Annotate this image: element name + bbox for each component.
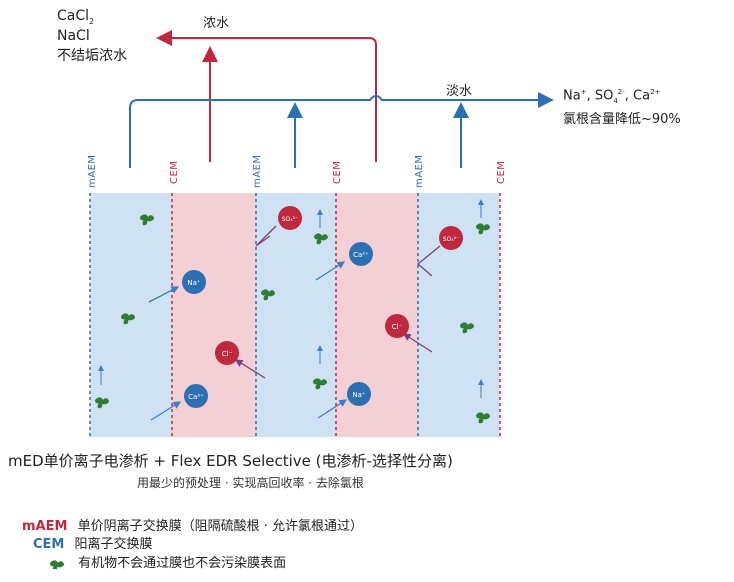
subscript: 2 — [89, 16, 95, 26]
membrane-label-3: mAEM — [252, 154, 263, 188]
membrane-label-6: CEM — [496, 161, 507, 184]
dilute-compartment-2 — [256, 193, 336, 437]
ion-label: Na⁺ — [352, 391, 366, 399]
dilute-ion-ca: , Ca — [624, 88, 651, 104]
ion-cl-2: Cl⁻ — [385, 314, 409, 338]
ion-label: SO₄²⁻ — [443, 236, 460, 243]
dilute-ion-so4: , SO — [586, 88, 614, 104]
legend-maem: mAEM 单价阴离子交换膜（阻隔硫酸根 · 允许氯根通过） — [22, 515, 363, 534]
membrane-label-5: mAEM — [414, 154, 425, 188]
ion-path-arrow — [234, 359, 266, 379]
ion-label: Ca²⁺ — [353, 251, 369, 259]
ion-label: SO₄²⁻ — [282, 216, 299, 223]
ion-path-arrow — [148, 286, 180, 303]
concentrate-outlet-arrow — [156, 30, 377, 162]
ion-ca-1: Ca²⁺ — [184, 384, 208, 408]
concentrate-compartment-2 — [336, 193, 418, 437]
ion-label: Ca²⁺ — [188, 393, 204, 401]
ion-reject-path — [255, 225, 277, 247]
ion-label: Na⁺ — [187, 279, 201, 287]
legend-cem-text: 阳离子交换膜 — [74, 537, 153, 552]
legend-organics: 有机物不会通过膜也不会污染膜表面 — [48, 552, 287, 572]
caption-subtitle: 用最少的预处理 · 实现高回收率 · 去除氯根 — [137, 476, 364, 490]
ion-so4-2: SO₄²⁻ — [439, 226, 463, 250]
concentrate-title: 浓水 — [203, 16, 230, 31]
ion-so4-1: SO₄²⁻ — [278, 206, 302, 230]
dilute-ion-na: Na — [563, 88, 581, 104]
legend-organics-text: 有机物不会通过膜也不会污染膜表面 — [78, 556, 287, 571]
concentrate-note: 不结垢浓水 — [57, 48, 127, 64]
concentrate-ions-label: CaCl2 — [57, 8, 94, 30]
ion-ca-2: Ca²⁺ — [349, 242, 373, 266]
dilute-title: 淡水 — [446, 84, 473, 99]
ion-path-arrow — [317, 399, 348, 419]
ion-path-arrow — [150, 401, 182, 421]
legend-cem-key: CEM — [33, 537, 65, 552]
dilute-ions-label: Na+, SO42-, Ca2+ — [563, 88, 661, 105]
organic-molecule-icon — [50, 560, 64, 572]
legend-maem-text: 单价阴离子交换膜（阻隔硫酸根 · 允许氯根通过） — [77, 519, 363, 534]
ion-cl-1: Cl⁻ — [215, 341, 239, 365]
membrane-label-4: CEM — [332, 161, 343, 184]
concentrate-ion-cacl2: CaCl — [57, 8, 90, 24]
concentrate-ion-nacl: NaCl — [57, 28, 90, 44]
concentrate-compartment-1 — [172, 193, 256, 437]
ion-label: Cl⁻ — [222, 350, 233, 358]
legend-cem: CEM 阳离子交换膜 — [33, 533, 153, 552]
ion-path-arrow — [402, 333, 433, 353]
caption-title: mED单价离子电渗析 + Flex EDR Selective (电渗析-选择性… — [8, 452, 453, 470]
membrane-label-1: mAEM — [87, 154, 98, 188]
dilute-outlet-arrow — [129, 92, 554, 168]
ion-na-2: Na⁺ — [347, 382, 371, 406]
ion-reject-path — [416, 245, 441, 277]
legend-maem-key: mAEM — [22, 519, 68, 534]
membrane-label-2: CEM — [169, 161, 180, 184]
dilute-note: 氯根含量降低~90% — [563, 112, 681, 127]
ion-label: Cl⁻ — [392, 323, 403, 331]
ion-path-arrow — [315, 261, 346, 281]
ion-na-1: Na⁺ — [182, 270, 206, 294]
